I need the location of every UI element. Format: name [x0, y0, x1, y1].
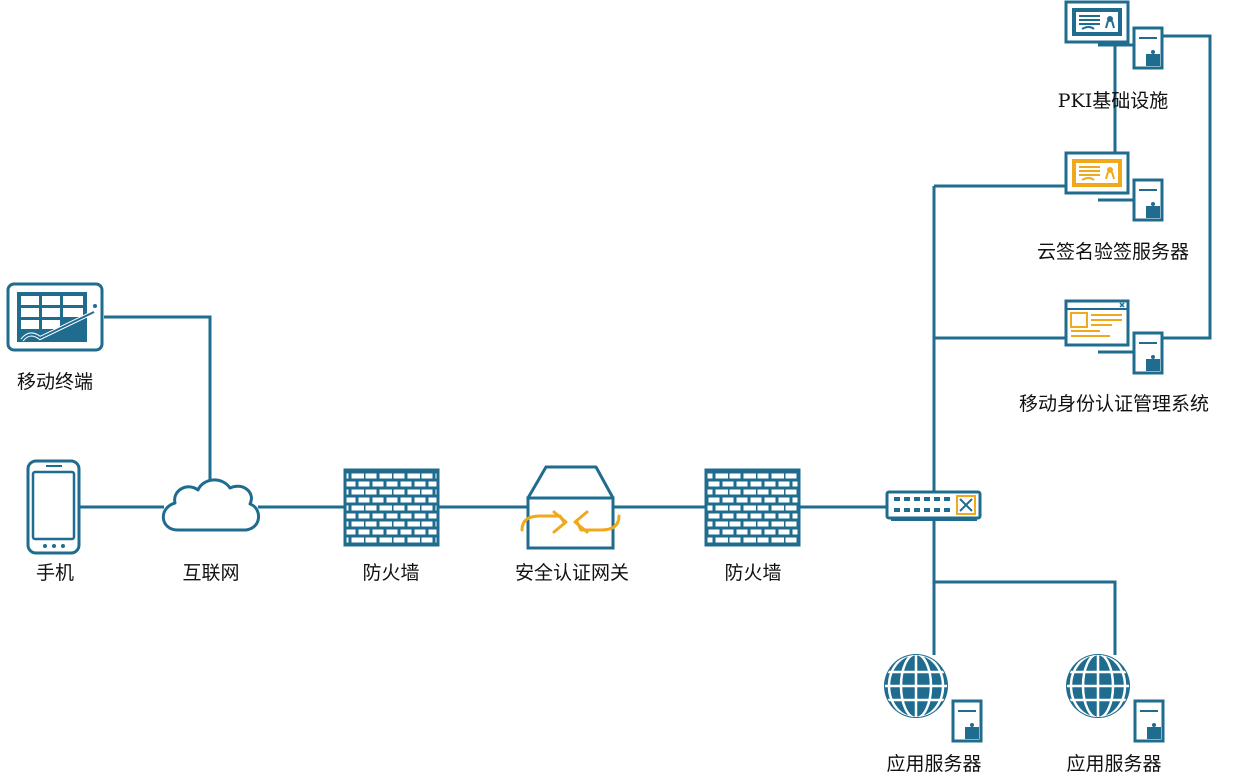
mobile-auth-label: 移动身份认证管理系统 — [1019, 393, 1209, 415]
firewall-2-label: 防火墙 — [724, 562, 781, 584]
smartphone-icon — [26, 459, 81, 555]
certificate-server-icon — [1064, 0, 1164, 70]
switch-icon — [885, 490, 982, 521]
mobile-terminal-label: 移动终端 — [17, 371, 93, 393]
link-tablet-internet — [104, 315, 212, 482]
link-pki-mobileauth — [1162, 34, 1212, 340]
globe-server-icon — [884, 654, 983, 743]
gateway-label: 安全认证网关 — [515, 562, 629, 584]
tablet-icon — [6, 282, 104, 352]
internet-label: 互联网 — [182, 562, 239, 584]
phone-label: 手机 — [36, 562, 74, 584]
certificate-server-icon — [1064, 151, 1164, 222]
link-backbone-appserver2 — [934, 580, 1117, 655]
firewall-icon — [343, 468, 440, 547]
app-server-1-label: 应用服务器 — [886, 753, 981, 775]
gateway-icon — [520, 465, 621, 550]
cloud-sign-label: 云签名验签服务器 — [1037, 241, 1189, 263]
window-server-icon — [1064, 299, 1164, 375]
firewall-icon — [704, 468, 801, 547]
globe-server-icon — [1066, 654, 1165, 743]
connection-lines — [80, 34, 1212, 655]
firewall-1-label: 防火墙 — [362, 562, 419, 584]
pki-label: PKI基础设施 — [1058, 90, 1168, 112]
cloud-icon — [161, 478, 260, 532]
app-server-2-label: 应用服务器 — [1066, 753, 1161, 775]
